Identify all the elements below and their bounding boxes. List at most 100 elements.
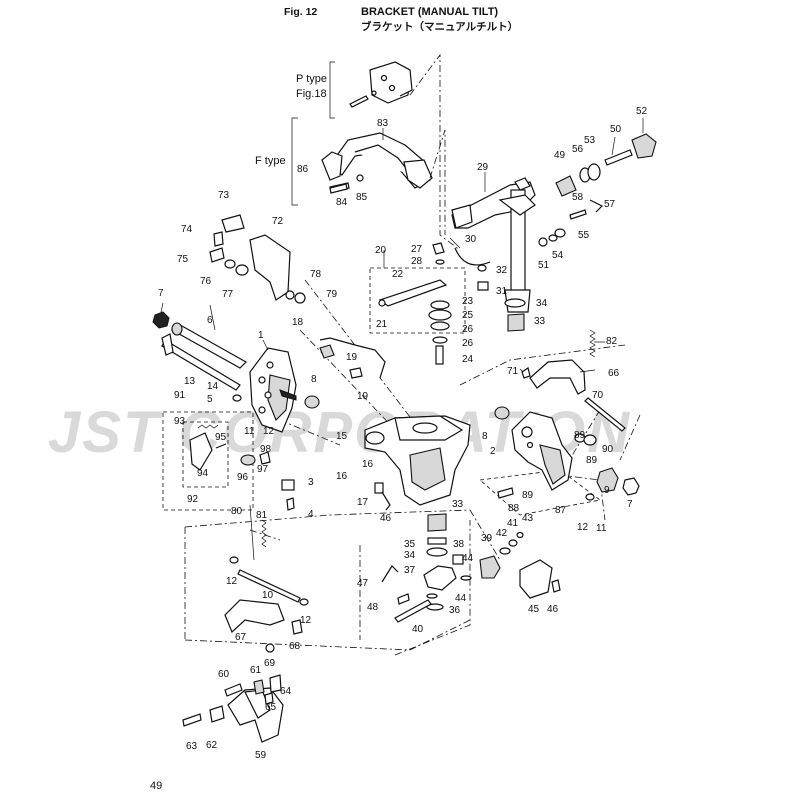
callout-41: 41	[507, 518, 519, 529]
callout-59: 59	[255, 750, 267, 761]
callout-15: 15	[336, 431, 348, 442]
callout-12d: 12	[300, 615, 312, 626]
callout-82: 82	[606, 336, 618, 347]
callout-7a: 7	[158, 288, 164, 299]
callout-30: 30	[465, 234, 477, 245]
callout-67: 67	[235, 632, 247, 643]
page-number: 49	[150, 780, 163, 792]
callout-53: 53	[584, 135, 596, 146]
callout-57: 57	[604, 199, 616, 210]
callout-18: 18	[292, 317, 304, 328]
callout-10: 10	[262, 590, 274, 601]
diagram-title-jp: ブラケット（マニュアルチルト）	[361, 21, 519, 33]
callout-76: 76	[200, 276, 212, 287]
callout-70: 70	[592, 390, 604, 401]
callout-73: 73	[218, 190, 230, 201]
callout-97: 97	[257, 464, 269, 475]
callout-75: 75	[177, 254, 189, 265]
callout-38: 38	[453, 539, 465, 550]
callout-numbers: 83 86 84 85 52 50 53 56 49 29 58 57 55 5…	[158, 106, 648, 761]
callout-20: 20	[375, 245, 387, 256]
callout-42: 42	[496, 528, 508, 539]
callout-83: 83	[377, 118, 389, 129]
callout-16a: 16	[362, 459, 374, 470]
callout-4: 4	[308, 509, 314, 520]
p-type-ref-note: Fig.18	[296, 88, 327, 100]
f-type-note: F type	[255, 155, 286, 167]
callout-89b: 89	[586, 455, 598, 466]
callout-64: 64	[280, 686, 292, 697]
callout-92: 92	[187, 494, 199, 505]
callout-96: 96	[237, 472, 249, 483]
callout-34: 34	[536, 298, 548, 309]
callout-86: 86	[297, 164, 309, 175]
callout-9: 9	[604, 485, 610, 496]
callout-65: 65	[265, 702, 277, 713]
callout-12b: 12	[577, 522, 589, 533]
stern-bracket-right-part	[511, 411, 573, 491]
callout-29: 29	[477, 162, 489, 173]
callout-56: 56	[572, 144, 584, 155]
callout-24: 24	[462, 354, 474, 365]
callout-48: 48	[367, 602, 379, 613]
callout-3: 3	[308, 477, 314, 488]
callout-60: 60	[218, 669, 230, 680]
callout-36: 36	[449, 605, 461, 616]
callout-74: 74	[181, 224, 193, 235]
callout-61: 61	[250, 665, 262, 676]
callout-25: 25	[462, 310, 474, 321]
clamp-handle-part	[321, 132, 433, 193]
callout-62: 62	[206, 740, 218, 751]
figure-number: Fig. 12	[284, 6, 318, 18]
p-type-note: P type	[296, 73, 327, 85]
callout-46b: 46	[547, 604, 559, 615]
callout-33: 33	[534, 316, 546, 327]
callout-46a: 46	[380, 513, 392, 524]
callout-26a: 26	[462, 324, 474, 335]
callout-80: 80	[231, 506, 243, 517]
callout-43: 43	[522, 513, 534, 524]
callout-88: 88	[508, 503, 520, 514]
callout-17: 17	[357, 497, 369, 508]
callout-8b: 8	[482, 431, 488, 442]
callout-34b: 34	[404, 550, 416, 561]
callout-6: 6	[207, 315, 213, 326]
callout-23: 23	[462, 296, 474, 307]
callout-47: 47	[357, 578, 369, 589]
callout-16b: 16	[336, 471, 348, 482]
callout-71: 71	[507, 366, 519, 377]
callout-11b: 11	[596, 523, 607, 534]
callout-84: 84	[336, 197, 348, 208]
callout-94: 94	[197, 468, 209, 479]
callout-91: 91	[174, 390, 186, 401]
callout-13: 13	[184, 376, 196, 387]
callout-66: 66	[608, 368, 620, 379]
callout-5: 5	[207, 394, 213, 405]
callout-37: 37	[404, 565, 416, 576]
callout-8a: 8	[311, 374, 317, 385]
callout-44a: 44	[462, 553, 474, 564]
callout-33b: 33	[452, 499, 464, 510]
callout-89c: 89	[522, 490, 534, 501]
page-header: Fig. 12 BRACKET (MANUAL TILT) ブラケット（マニュア…	[0, 6, 800, 36]
callout-52: 52	[636, 106, 648, 117]
callout-93: 93	[174, 416, 186, 427]
callout-49: 49	[554, 150, 566, 161]
callout-51: 51	[538, 260, 550, 271]
callout-22: 22	[392, 269, 404, 280]
diagram-title-en: BRACKET (MANUAL TILT)	[361, 6, 499, 18]
callout-28: 28	[411, 256, 423, 267]
type-variants: P type Fig.18 F type	[255, 61, 433, 206]
callout-39: 39	[481, 533, 493, 544]
stern-bracket-left-part	[249, 347, 297, 433]
tiller-bracket-part	[451, 177, 536, 313]
through-bolt-part	[161, 322, 247, 391]
callout-79: 79	[326, 289, 338, 300]
callout-50: 50	[610, 124, 622, 135]
callout-40: 40	[412, 624, 424, 635]
callout-35: 35	[404, 539, 416, 550]
hardware-small-parts	[152, 133, 657, 743]
callout-7b: 7	[627, 499, 633, 510]
callout-63: 63	[186, 741, 198, 752]
